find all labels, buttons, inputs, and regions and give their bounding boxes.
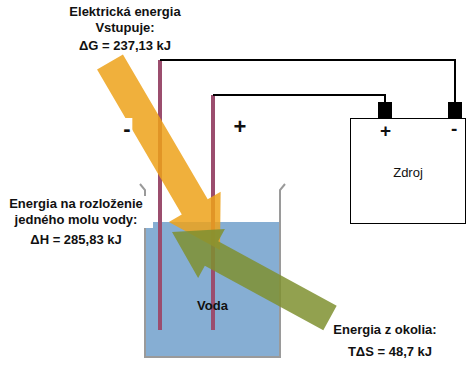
polarity-sign: + [232, 116, 249, 138]
node-text: - [451, 121, 457, 137]
wire [213, 95, 385, 103]
wire [160, 60, 455, 103]
beaker: Voda [145, 190, 280, 357]
terminal [448, 102, 462, 118]
terminal [378, 102, 392, 118]
power-source-box: + - Zdroj [350, 118, 466, 224]
node-text: Zdroj [393, 165, 423, 181]
energy-value: ΔH = 285,83 kJ [28, 232, 123, 248]
node-text: Voda [197, 298, 228, 314]
energy-caption: Elektrická energia Vstupuje: [56, 4, 195, 36]
polarity-sign: - [121, 118, 132, 140]
energy-value: TΔS = 48,7 kJ [346, 344, 434, 360]
energy-caption: Energia z okolia: [331, 322, 438, 338]
node-text: + [380, 123, 391, 139]
cathode-electrode [158, 60, 162, 330]
energy-value: ΔG = 237,13 kJ [77, 38, 173, 54]
energy-arrow [172, 229, 337, 330]
energy-caption: Energia na rozloženie jedného molu vody: [0, 196, 153, 228]
